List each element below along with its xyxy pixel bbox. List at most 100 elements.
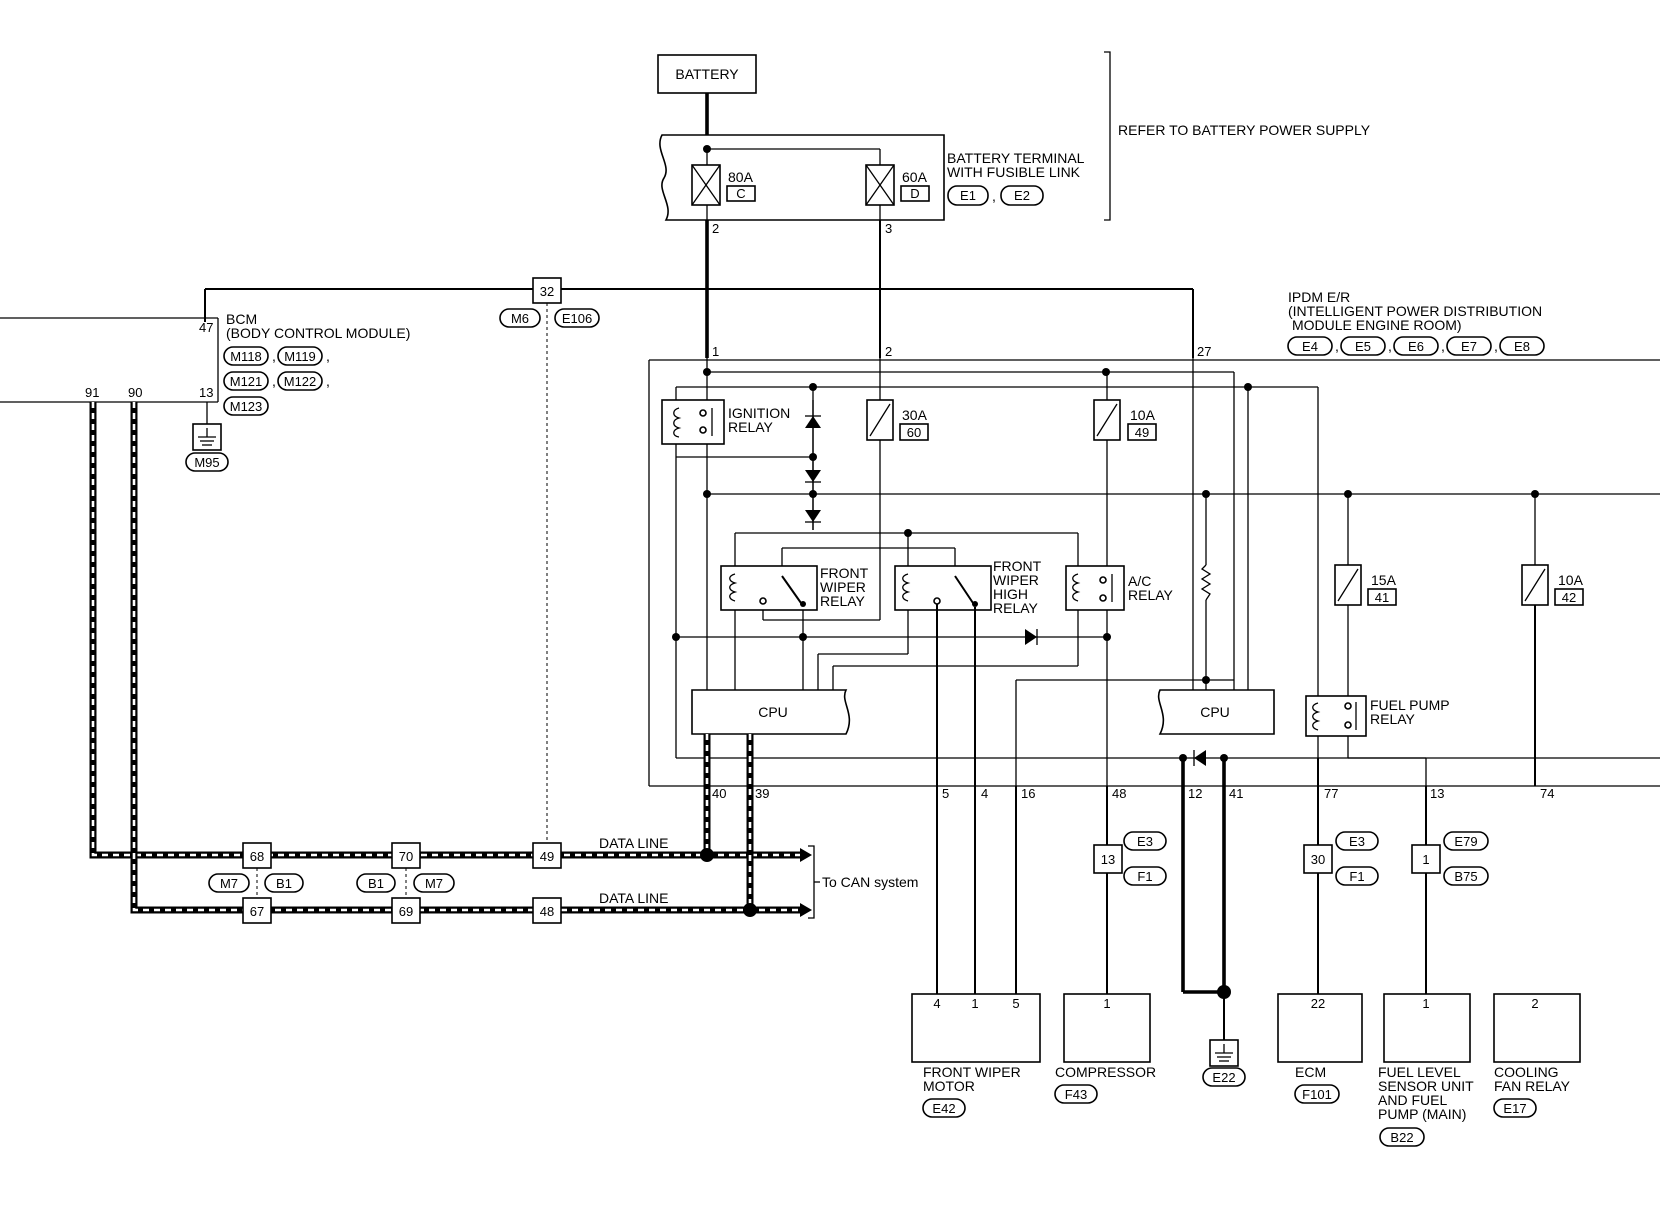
svg-text:40: 40 — [712, 786, 726, 801]
fuse-c-id: C — [736, 186, 745, 201]
svg-text:E4: E4 — [1302, 339, 1318, 354]
svg-text:E7: E7 — [1461, 339, 1477, 354]
ipdm-label-2: (INTELLIGENT POWER DISTRIBUTION — [1288, 303, 1542, 319]
svg-text:F101: F101 — [1302, 1087, 1332, 1102]
svg-text:M95: M95 — [194, 455, 219, 470]
ipdm-internal-wiring — [672, 358, 1660, 786]
svg-text:30A: 30A — [902, 407, 928, 423]
can-joint-connectors: M7 B1 B1 M7 — [208, 873, 455, 893]
svg-text:FRONT WIPER: FRONT WIPER — [923, 1064, 1021, 1080]
svg-text:39: 39 — [755, 786, 769, 801]
svg-text:E6: E6 — [1408, 339, 1424, 354]
svg-text:42: 42 — [1562, 590, 1576, 605]
svg-text:10A: 10A — [1558, 572, 1584, 588]
ground-icon — [192, 423, 222, 451]
svg-text:15A: 15A — [1371, 572, 1397, 588]
svg-text:PUMP (MAIN): PUMP (MAIN) — [1378, 1106, 1466, 1122]
bcm: 47 13 91 90 — [0, 317, 219, 403]
fusible-link-block: 80A C 60A D — [659, 134, 945, 221]
svg-text:13: 13 — [199, 385, 213, 400]
svg-text:COMPRESSOR: COMPRESSOR — [1055, 1064, 1156, 1080]
svg-text:E8: E8 — [1514, 339, 1530, 354]
svg-text:M122: M122 — [284, 374, 317, 389]
svg-text:FRONT: FRONT — [993, 558, 1042, 574]
svg-text:FUEL LEVEL: FUEL LEVEL — [1378, 1064, 1461, 1080]
battery-label: BATTERY — [675, 66, 739, 82]
svg-text:F43: F43 — [1065, 1087, 1087, 1102]
svg-text:F1: F1 — [1137, 869, 1152, 884]
front-wiper-high-relay — [894, 565, 992, 611]
svg-text:2: 2 — [885, 344, 892, 359]
svg-text:90: 90 — [128, 385, 142, 400]
cpu-left: CPU — [691, 689, 851, 735]
svg-text:M119: M119 — [284, 349, 316, 364]
svg-text:16: 16 — [1021, 786, 1035, 801]
ipdm — [648, 359, 1660, 787]
fuse-30a: 30A 60 — [866, 399, 929, 441]
svg-text:M121: M121 — [230, 374, 263, 389]
ipdm-connectors: E4 , E5 , E6 , E7 , E8 — [1287, 336, 1545, 356]
svg-text:B22: B22 — [1390, 1130, 1413, 1145]
svg-text:M7: M7 — [425, 876, 443, 891]
fuel-pump-relay — [1305, 695, 1427, 786]
svg-text:,: , — [1441, 338, 1445, 354]
svg-text:B1: B1 — [276, 876, 292, 891]
svg-text:22: 22 — [1311, 996, 1325, 1011]
fuse-10a-49: 10A 49 — [1093, 399, 1157, 441]
ignition-relay — [661, 399, 725, 445]
svg-text:ECM: ECM — [1295, 1064, 1326, 1080]
fuse-c-rating: 80A — [728, 169, 754, 185]
svg-text:12: 12 — [1188, 786, 1202, 801]
svg-text:30: 30 — [1311, 852, 1325, 867]
svg-text:2: 2 — [1531, 996, 1538, 1011]
fuse-d-rating: 60A — [902, 169, 928, 185]
bcm-ground-connector: M95 — [185, 452, 229, 472]
svg-text:68: 68 — [250, 849, 264, 864]
svg-text:27: 27 — [1197, 344, 1211, 359]
svg-text:,: , — [1494, 338, 1498, 354]
svg-text:1: 1 — [971, 996, 978, 1011]
svg-text:WIPER: WIPER — [993, 572, 1039, 588]
svg-text:,: , — [272, 373, 276, 389]
svg-text:32: 32 — [540, 284, 554, 299]
bcm-label-2: (BODY CONTROL MODULE) — [226, 325, 410, 341]
data-line-label: DATA LINE — [599, 835, 669, 851]
svg-text:A/C: A/C — [1128, 573, 1151, 589]
ipdm-label: IPDM E/R — [1288, 289, 1350, 305]
svg-text:B1: B1 — [368, 876, 384, 891]
fuse-10a-42: 10A 42 — [1521, 564, 1584, 606]
svg-text:E5: E5 — [1355, 339, 1371, 354]
svg-text:M123: M123 — [230, 399, 263, 414]
fuse-d-id: D — [910, 186, 919, 201]
ac-relay — [1065, 565, 1125, 611]
svg-text:HIGH: HIGH — [993, 586, 1028, 602]
svg-text:,: , — [992, 188, 996, 204]
svg-text:COOLING: COOLING — [1494, 1064, 1559, 1080]
ipdm-label-3: MODULE ENGINE ROOM) — [1292, 317, 1462, 333]
svg-text:CPU: CPU — [758, 704, 788, 720]
ipdm-bottom-pins: 40 39 5 4 16 48 12 41 77 13 74 — [712, 786, 1554, 801]
svg-text:1: 1 — [1422, 996, 1429, 1011]
front-wiper-motor: 4 1 5 FRONT WIPER MOTOR E42 — [911, 993, 1041, 1118]
svg-text:5: 5 — [1012, 996, 1019, 1011]
svg-text:B75: B75 — [1454, 869, 1477, 884]
svg-text:E106: E106 — [562, 311, 592, 326]
svg-text:FAN RELAY: FAN RELAY — [1494, 1078, 1571, 1094]
compressor-joint: 13 E3 F1 — [1093, 831, 1167, 886]
svg-text:M7: M7 — [220, 876, 238, 891]
to-can-label: To CAN system — [822, 874, 918, 890]
svg-text:F1: F1 — [1349, 869, 1364, 884]
svg-text:1: 1 — [712, 344, 719, 359]
svg-text:E17: E17 — [1503, 1101, 1526, 1116]
svg-text:74: 74 — [1540, 786, 1554, 801]
svg-text:RELAY: RELAY — [728, 419, 774, 435]
svg-text:1: 1 — [1422, 852, 1429, 867]
bcm-connectors: M118 , M119 , M121 , M122 , M123 — [223, 346, 330, 416]
ecm-joint: 30 E3 F1 — [1303, 831, 1379, 886]
svg-text:70: 70 — [399, 849, 413, 864]
joint-32: 32 — [532, 277, 562, 304]
svg-text:10A: 10A — [1130, 407, 1156, 423]
refer-note: REFER TO BATTERY POWER SUPPLY — [1118, 122, 1371, 138]
svg-text:E1: E1 — [960, 188, 976, 203]
